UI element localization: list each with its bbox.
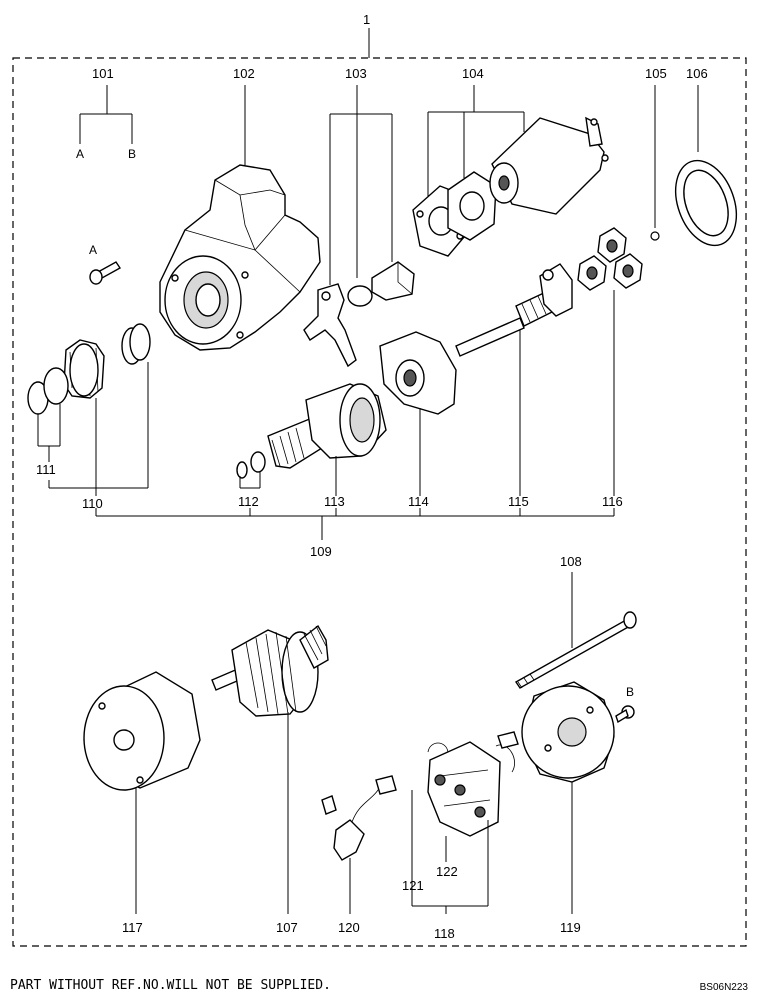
ref-102: 102 (233, 66, 255, 81)
ref-120: 120 (338, 920, 360, 935)
ref-111: 111 (36, 462, 56, 477)
ref-103: 103 (345, 66, 367, 81)
footer-note: PART WITHOUT REF.NO.WILL NOT BE SUPPLIED… (10, 978, 331, 993)
part-118-brush-holder (427, 731, 519, 837)
ref-108: 108 (560, 554, 582, 569)
ref-116: 116 (602, 494, 623, 509)
part-105-ball (650, 231, 660, 241)
part-102-front-housing (159, 164, 321, 351)
part-119-rear-cover (521, 681, 615, 783)
ref-110: 110 (82, 496, 103, 511)
ref-118: 118 (434, 926, 455, 941)
ref-109: 109 (310, 544, 332, 559)
part-115-shaft (455, 263, 573, 357)
part-107-armature (211, 624, 329, 717)
ref-113: 113 (324, 494, 345, 509)
ref-119: 119 (560, 920, 581, 935)
part-103-lever-set (303, 261, 415, 368)
screw-b (615, 705, 635, 724)
ref-105: 105 (645, 66, 667, 81)
drawing-code: BS06N223 (699, 982, 748, 993)
part-112-ring (236, 451, 266, 479)
ref-106: 106 (686, 66, 708, 81)
part-106-ring (674, 159, 738, 247)
ref-101-a: A (76, 147, 84, 161)
part-117-yoke (83, 671, 201, 791)
part-108-through-bolt (514, 611, 637, 689)
part-120-brush (321, 775, 397, 861)
part-113-clutch (267, 383, 387, 469)
ref-101: 101 (92, 66, 114, 81)
ref-103-leaders (329, 85, 393, 285)
ref-110-leaders (48, 362, 149, 496)
ref-117: 117 (122, 920, 143, 935)
screw-b-label: B (626, 685, 634, 699)
part-114-center-housing (379, 331, 457, 415)
ref-112: 112 (238, 494, 259, 509)
ref-104: 104 (462, 66, 484, 81)
ref-107: 107 (276, 920, 298, 935)
ref-115: 115 (508, 494, 529, 509)
part-101-bolt-a: A (89, 243, 122, 285)
ref-104-leaders (427, 85, 525, 196)
ref-111-leaders (37, 404, 61, 462)
part-110-pinion (63, 323, 151, 399)
ref-121: 121 (402, 878, 424, 893)
ref-101-bracket (79, 85, 133, 144)
ref-114: 114 (408, 494, 429, 509)
bolt-a-label: A (89, 243, 97, 257)
ref-1: 1 (363, 12, 370, 27)
ref-122: 122 (436, 864, 458, 879)
assembly-boundary (12, 57, 747, 947)
ref-118-leaders (411, 790, 489, 914)
part-111-clips (27, 367, 69, 415)
part-116-gears (577, 227, 643, 291)
part-104-solenoid (412, 116, 609, 257)
ref-101-b: B (128, 147, 136, 161)
group-109-leaders (95, 290, 615, 540)
